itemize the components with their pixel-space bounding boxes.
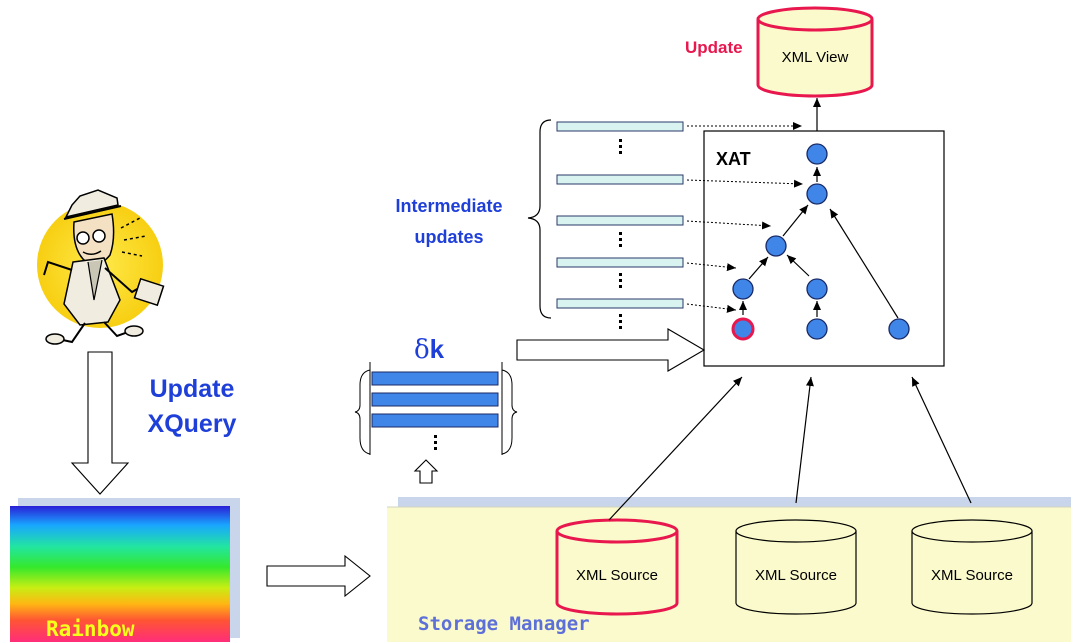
delta-bar: [371, 413, 499, 428]
xat-node: [806, 318, 828, 340]
source-to-xat-arrows: [608, 376, 972, 521]
user-to-rainbow-arrow: [70, 351, 130, 495]
xat-tree-nodes: [731, 143, 910, 341]
update-bar: [556, 121, 684, 132]
xat-node-highlighted: [731, 317, 755, 341]
update-bar: [556, 215, 684, 226]
delta-bar: [371, 371, 499, 386]
xat-label: XAT: [716, 149, 751, 169]
delta-label: δk: [414, 334, 445, 365]
rainbow-panel: Rainbow: [10, 498, 240, 642]
rainbow-to-storage-arrow: [266, 554, 371, 598]
detective-user-icon: [37, 189, 165, 345]
xml-source-2-label: XML Source: [755, 567, 837, 584]
update-bar: [556, 174, 684, 185]
xml-source-1-label: XML Source: [576, 567, 658, 584]
delta-symbol: δ: [414, 335, 430, 365]
xml-source-2: XML Source: [735, 519, 857, 615]
intermediate-updates-label-line2: updates: [414, 227, 483, 247]
storage-manager-label: Storage Manager: [418, 613, 590, 635]
svg-text:δk: δk: [414, 334, 445, 365]
xml-view-label: XML View: [782, 49, 849, 66]
update-xquery-label-line1: Update: [150, 375, 235, 403]
delta-bar: [371, 392, 499, 407]
delta-var: k: [430, 334, 445, 364]
xat-node: [806, 278, 828, 300]
update-xquery-label-line2: XQuery: [148, 410, 237, 438]
delta-to-xat-arrow: [516, 328, 706, 372]
xat-node: [765, 235, 787, 257]
xat-tree-edges: [739, 167, 899, 319]
xat-node-root: [806, 143, 828, 165]
xat-node: [888, 318, 910, 340]
rainbow-label: Rainbow: [46, 617, 135, 641]
intermediate-update-bars: [527, 119, 804, 329]
xml-source-1: XML Source: [555, 518, 679, 616]
xml-source-3: XML Source: [911, 519, 1033, 615]
delta-stack: [354, 362, 518, 484]
update-bar: [556, 257, 684, 268]
delta-up-arrow: [413, 459, 439, 484]
update-bar: [556, 298, 684, 309]
xml-view-cylinder: XML View: [756, 6, 874, 98]
xat-node: [732, 278, 754, 300]
view-update-label: Update: [685, 38, 743, 57]
xat-node: [806, 183, 828, 205]
intermediate-updates-label-line1: Intermediate: [395, 196, 502, 216]
xml-source-3-label: XML Source: [931, 567, 1013, 584]
